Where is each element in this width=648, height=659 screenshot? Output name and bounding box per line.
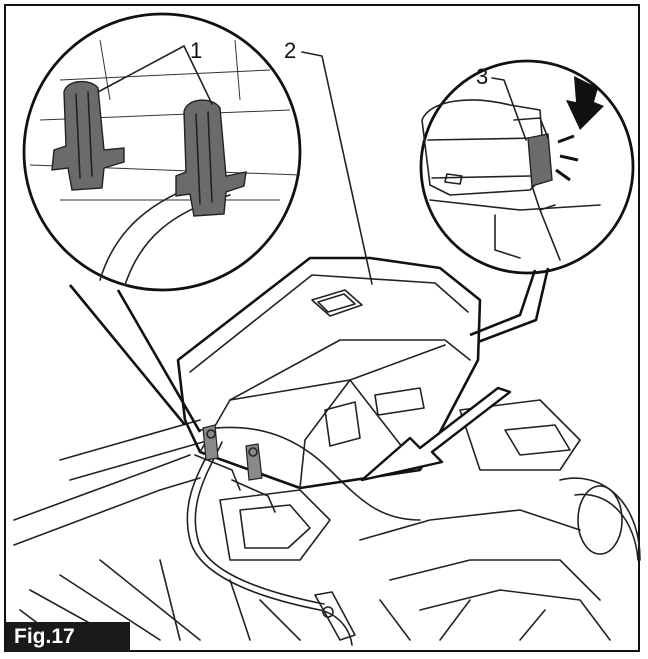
leader-line-2 [301,51,373,285]
detail-circle-hooks [22,12,302,433]
callout-3: 3 [476,64,489,89]
mower-body [13,399,641,646]
battery-cover [176,256,512,513]
detail-circle-lever [419,59,635,344]
figure-label: Fig.17 [6,622,130,652]
callout-1: 1 [190,38,203,63]
callout-2: 2 [284,38,297,63]
